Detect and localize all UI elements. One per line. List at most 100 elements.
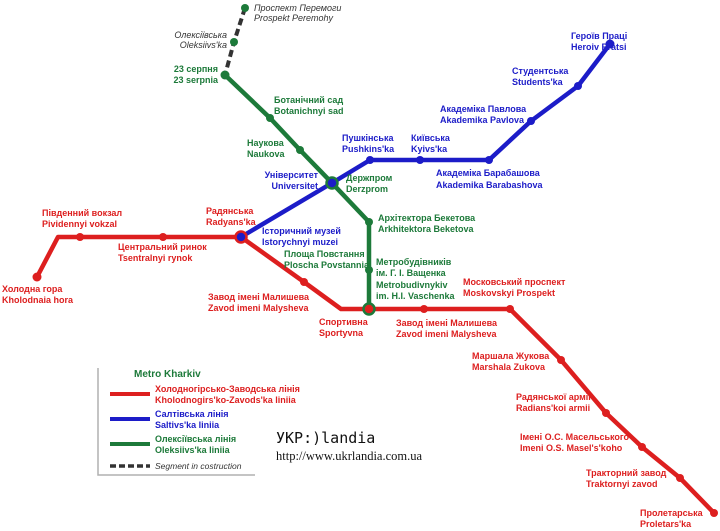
label-naukova-en: Naukova: [247, 149, 286, 159]
station-metrobudivnykiv[interactable]: [365, 266, 373, 274]
station-moskovskyi-prospekt[interactable]: [506, 305, 514, 313]
label-marshala-zhukova-en: Marshala Zukova: [472, 362, 546, 372]
label-moskovskyi-prospekt-en: Moskovskyi Prospekt: [463, 288, 555, 298]
label-akademika-barabashova-en: Akademika Barabashova: [436, 180, 544, 190]
label-metrobudivnykiv-en: Metrobudivnykiv: [376, 280, 448, 290]
transfer-derzhprom-universytet[interactable]: [325, 176, 339, 190]
station-kyivska[interactable]: [416, 156, 424, 164]
station-arkhitektora-beketova[interactable]: [365, 218, 373, 226]
label-universytet-uk: Університет: [265, 170, 319, 180]
label-istorychnyi-muzei-en: Istorychnyi muzei: [262, 237, 338, 247]
label-traktornyi-zavod-uk: Тракторний завод: [586, 468, 667, 478]
station-radianskoi-armii[interactable]: [602, 409, 610, 417]
station-kholodna-hora[interactable]: [32, 272, 42, 282]
station-23-serpnia[interactable]: [220, 70, 230, 80]
label-traktornyi-zavod-en: Traktornyi zavod: [586, 479, 658, 489]
station-akademika-pavlova[interactable]: [527, 117, 535, 125]
label-zavod-malysheva-uk: Завод імені Малишева: [208, 292, 310, 302]
label-pushkinska-uk: Пушкінська: [342, 133, 394, 143]
label-zavod-malysheva-2-en: Zavod imeni Malysheva: [396, 329, 498, 339]
label-studentska-en: Students'ka: [512, 77, 564, 87]
station-imeni-maselskoho[interactable]: [638, 443, 646, 451]
label-23-serpnia-uk: 23 серпня: [174, 64, 218, 74]
label-arkhitektora-beketova-uk: Архітектора Бекетова: [378, 213, 476, 223]
label-naukova-uk: Наукова: [247, 138, 285, 148]
label-akademika-barabashova-uk: Академіка Барабашова: [436, 168, 541, 178]
blue-line: [239, 42, 612, 239]
legend-title: Metro Kharkiv: [134, 369, 201, 380]
brand-url[interactable]: http://www.ukrlandia.com.ua: [276, 449, 422, 463]
label-zavod-malysheva-en: Zavod imeni Malysheva: [208, 303, 310, 313]
label-botanichnyi-sad-en: Botanichnyi sad: [274, 106, 344, 116]
label-metrobudivnykiv-en2: im. H.I. Vaschenka: [376, 291, 456, 301]
station-marshala-zhukova[interactable]: [557, 356, 565, 364]
station-botanichnyi-sad[interactable]: [266, 114, 274, 122]
legend-green-en: Oleksiivs'ka liniia: [155, 445, 231, 455]
station-oleksiivska[interactable]: [230, 38, 238, 46]
label-derzhprom-en: Derzprom: [346, 184, 388, 194]
label-akademika-pavlova-en: Akademika Pavlova: [440, 115, 525, 125]
transfer-radianska-istorychnyi-muzei[interactable]: [234, 230, 248, 244]
brand-name: УКР:)landia: [276, 429, 375, 447]
label-sportyvna-uk: Спортивна: [319, 317, 369, 327]
station-tsentralnyi-rynok[interactable]: [159, 233, 167, 241]
legend-frame: [97, 368, 255, 476]
label-istorychnyi-muzei-uk: Історичний музей: [262, 226, 341, 236]
transfer-sportyvna[interactable]: [362, 302, 376, 316]
red-line: [35, 234, 716, 515]
label-23-serpnia-en: 23 serpnia: [173, 75, 219, 85]
label-tsentralnyi-rynok-en: Tsentralnyi rynok: [118, 253, 193, 263]
label-moskovskyi-prospekt-uk: Московський проспект: [463, 277, 566, 287]
station-zavod-malysheva[interactable]: [300, 278, 308, 286]
label-imeni-maselskoho-en: Imeni O.S. Masel's'koho: [520, 443, 623, 453]
label-universytet-en: Universitet: [271, 181, 318, 191]
legend-green-uk: Олексіївська лінія: [155, 434, 236, 444]
green-line: [223, 73, 372, 309]
label-kyivska-uk: Київська: [411, 133, 451, 143]
station-pushkinska[interactable]: [366, 156, 374, 164]
label-arkhitektora-beketova-en: Arkhitektora Beketova: [378, 224, 475, 234]
station-pivdennyi-vokzal[interactable]: [76, 233, 84, 241]
legend: Metro Kharkiv Холодногірсько-Заводська л…: [97, 368, 300, 476]
label-metrobudivnykiv-uk: Метробудівників: [376, 257, 452, 267]
station-naukova[interactable]: [296, 146, 304, 154]
legend-red-uk: Холодногірсько-Заводська лінія: [155, 384, 300, 394]
label-metrobudivnykiv-uk2: ім. Г. І. Ващенка: [376, 268, 447, 278]
label-radianskoi-armii-uk: Радянської армії: [516, 392, 591, 402]
legend-blue-uk: Салтівська лінія: [155, 409, 229, 419]
label-tsentralnyi-rynok-uk: Центральний ринок: [118, 242, 207, 252]
label-kholodna-hora-uk: Холодна гора: [2, 284, 63, 294]
label-prospekt-peremohy-uk: Проспект Перемоги: [254, 3, 341, 13]
station-zavod-malysheva-2[interactable]: [420, 305, 428, 313]
station-akademika-barabashova[interactable]: [485, 156, 493, 164]
label-pushkinska-en: Pushkins'ka: [342, 144, 395, 154]
label-heroiv-pratsi-uk: Героїв Праці: [571, 31, 627, 41]
label-pivdennyi-vokzal-uk: Південний вокзал: [42, 208, 122, 218]
label-pivdennyi-vokzal-en: Pividennyi vokzal: [42, 219, 117, 229]
legend-blue-en: Saltivs'ka liniia: [155, 420, 220, 430]
legend-construction-text: Segment in costruction: [155, 461, 242, 471]
label-radianska-uk: Радянська: [206, 206, 254, 216]
label-proletarska-en: Proletars'ka: [640, 519, 692, 529]
station-prospekt-peremohy[interactable]: [241, 4, 249, 12]
label-radianska-en: Radyans'ka: [206, 217, 257, 227]
label-studentska-uk: Студентська: [512, 66, 569, 76]
station-heroiv-pratsi[interactable]: [605, 39, 615, 49]
station-proletarska[interactable]: [710, 509, 718, 517]
label-radianskoi-armii-en: Radians'koi armii: [516, 403, 590, 413]
label-derzhprom-uk: Держпром: [346, 173, 393, 183]
station-traktornyi-zavod[interactable]: [676, 474, 684, 482]
label-prospekt-peremohy-en: Prospekt Peremohy: [254, 13, 334, 23]
label-imeni-maselskoho-uk: Імені О.С. Масельського: [520, 432, 630, 442]
label-zavod-malysheva-2-uk: Завод імені Малишева: [396, 318, 498, 328]
label-marshala-zhukova-uk: Маршала Жукова: [472, 351, 550, 361]
label-ploshcha-povstannia-uk: Площа Повстання: [284, 249, 365, 259]
station-studentska[interactable]: [574, 82, 582, 90]
label-oleksiivska-uk: Олексіївська: [174, 30, 227, 40]
label-sportyvna-en: Sportyvna: [319, 328, 364, 338]
label-botanichnyi-sad-uk: Ботанічний сад: [274, 95, 343, 105]
label-kyivska-en: Kyivs'ka: [411, 144, 448, 154]
label-kholodna-hora-en: Kholodnaia hora: [2, 295, 74, 305]
label-oleksiivska-en: Oleksiivs'ka: [180, 40, 227, 50]
